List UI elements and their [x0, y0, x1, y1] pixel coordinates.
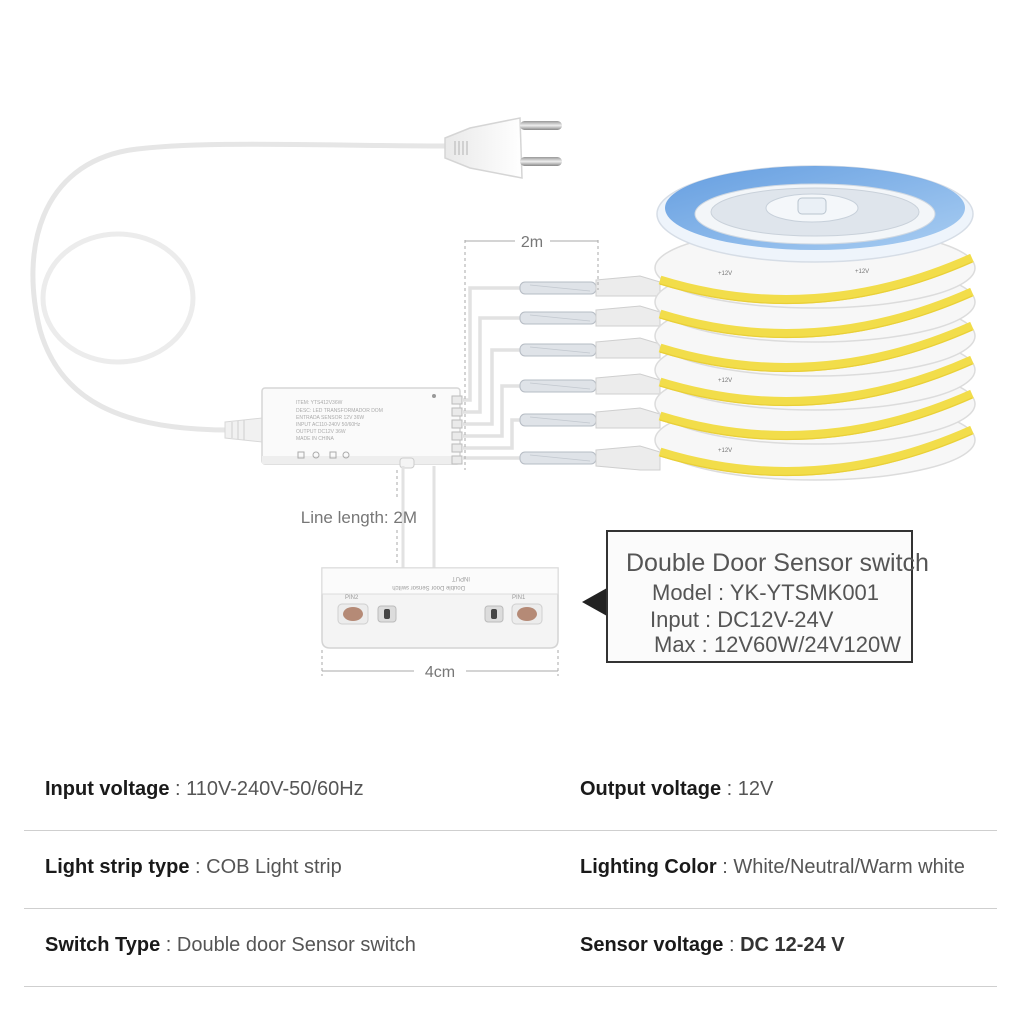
spec-input-voltage: Input voltage : 110V-240V-50/60Hz [45, 778, 364, 800]
svg-text:MADE IN CHINA: MADE IN CHINA [296, 436, 334, 442]
spec-lighting-color: Lighting Color : White/Neutral/Warm whit… [580, 856, 965, 878]
spec-switch-type: Switch Type : Double door Sensor switch [45, 934, 416, 956]
strip-label: +12V [718, 448, 732, 454]
product-diagram: ITEM: YTS412V36W DESC: LED TRANSFORMADOR… [30, 117, 976, 681]
power-driver-box: ITEM: YTS412V36W DESC: LED TRANSFORMADOR… [224, 387, 463, 469]
dimension-line-length: Line length: 2M [301, 470, 417, 565]
spec-output-voltage: Output voltage : 12V [580, 778, 774, 800]
callout-max: Max : 12V60W/24V120W [654, 632, 901, 657]
spec-light-strip-type: Light strip type : COB Light strip [45, 856, 342, 878]
callout-model: Model : YK-YTSMK001 [652, 580, 879, 605]
svg-text:INPUT: INPUT [452, 575, 470, 581]
spec-row: Light strip type : COB Light strip Light… [24, 830, 997, 909]
sensor-cable [401, 466, 436, 568]
spec-row: Input voltage : 110V-240V-50/60Hz Output… [24, 752, 997, 831]
svg-text:ENTRADA SENSOR 12V 36W: ENTRADA SENSOR 12V 36W [296, 415, 364, 421]
callout-input: Input : DC12V-24V [650, 607, 834, 632]
dimension-sensor-width: 4cm [321, 650, 559, 681]
spec-sensor-voltage: Sensor voltage : DC 12-24 V [580, 934, 845, 956]
svg-text:ITEM: YTS412V36W: ITEM: YTS412V36W [296, 400, 343, 406]
svg-text:DESC: LED TRANSFORMADOR DOM: DESC: LED TRANSFORMADOR DOM [296, 408, 383, 414]
svg-text:PIN1: PIN1 [512, 595, 526, 601]
svg-text:OUTPUT DC12V 36W: OUTPUT DC12V 36W [296, 429, 346, 435]
svg-text:PIN2: PIN2 [345, 595, 359, 601]
sensor-switch-unit: INPUT Double Door Sensor switch PIN2 PIN… [321, 567, 559, 649]
dimension-label-2m: 2m [521, 234, 543, 251]
strip-label: +12V [718, 378, 732, 384]
dimension-strip-length: 2m [464, 234, 599, 470]
svg-text:Double Door Sensor switch: Double Door Sensor switch [392, 584, 465, 590]
strip-label: +12V [718, 271, 732, 277]
sensor-callout: Double Door Sensor switch Model : YK-YTS… [582, 530, 929, 663]
svg-text:INPUT AC110-240V 50/60Hz: INPUT AC110-240V 50/60Hz [296, 422, 361, 428]
strip-connectors [519, 275, 661, 471]
cob-strip-reels [654, 165, 976, 481]
dimension-label-line-length: Line length: 2M [301, 508, 417, 527]
dimension-label-4cm: 4cm [425, 664, 455, 681]
output-wires [462, 286, 520, 460]
strip-label: +12V [855, 269, 869, 275]
strip-label-group: +12V +12V +12V +12V [718, 269, 869, 454]
eu-plug [444, 117, 562, 179]
spec-row: Switch Type : Double door Sensor switch … [24, 908, 997, 987]
callout-title: Double Door Sensor switch [626, 549, 929, 577]
power-cable [30, 141, 448, 433]
